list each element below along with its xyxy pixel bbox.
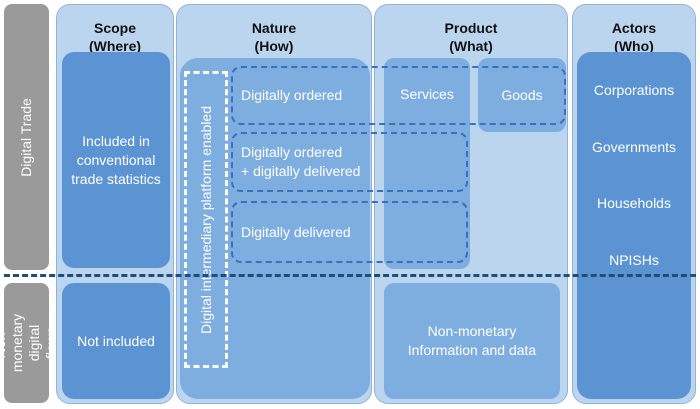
goods-text: Goods xyxy=(501,86,543,103)
digitally-delivered-box: Digitally delivered xyxy=(231,201,468,263)
scope-not-included-text: Not included xyxy=(77,332,155,349)
actors-subtitle: (Who) xyxy=(614,38,654,54)
section-divider xyxy=(4,274,696,277)
non-monetary-product-box: Non-monetary Information and data xyxy=(384,283,560,399)
actor-corporations: Corporations xyxy=(593,82,675,98)
scope-header: Scope (Where) xyxy=(57,19,173,55)
actors-header: Actors (Who) xyxy=(573,19,695,55)
product-header: Product (What) xyxy=(375,19,567,55)
scope-not-included-box: Not included xyxy=(62,283,170,399)
side-label-non-monetary: Non-monetary digital flows xyxy=(0,283,60,403)
product-subtitle: (What) xyxy=(449,38,493,54)
non-monetary-label: Non-monetary digital flows xyxy=(0,313,60,373)
services-text: Services xyxy=(400,86,454,102)
actors-box: Corporations Governments Households NPIS… xyxy=(577,52,691,399)
digital-trade-label: Digital Trade xyxy=(18,97,34,177)
digitally-ordered-text: Digitally ordered xyxy=(241,87,343,103)
scope-included-text: Included in conventional trade statistic… xyxy=(71,132,161,187)
nature-subtitle: (How) xyxy=(254,38,294,54)
product-title: Product xyxy=(444,20,498,36)
scope-subtitle: (Where) xyxy=(88,38,142,54)
actors-title: Actors xyxy=(611,20,657,36)
services-box: Services xyxy=(384,58,470,269)
goods-box: Goods xyxy=(478,58,566,132)
actor-households: Households xyxy=(597,195,671,211)
side-label-digital-trade: Digital Trade xyxy=(4,4,49,270)
actor-npishs: NPISHs xyxy=(609,252,659,268)
scope-title: Scope xyxy=(93,20,136,36)
ordered-delivered-line2: + digitally delivered xyxy=(241,163,361,179)
ordered-delivered-line1: Digitally ordered xyxy=(241,144,343,160)
nature-title: Nature xyxy=(251,20,297,36)
nature-header: Nature (How) xyxy=(177,19,371,55)
platform-enabled-text: Digital intermediary platform enabled xyxy=(198,105,214,334)
non-monetary-product-line1: Non-monetary xyxy=(427,323,517,339)
non-monetary-product-line2: Information and data xyxy=(407,342,537,358)
digitally-ordered-box: Digitally ordered xyxy=(231,66,566,125)
platform-enabled-box: Digital intermediary platform enabled xyxy=(184,71,228,368)
scope-included-box: Included in conventional trade statistic… xyxy=(62,52,170,268)
digitally-delivered-text: Digitally delivered xyxy=(241,223,351,240)
actor-governments: Governments xyxy=(591,139,677,155)
ordered-delivered-box: Digitally ordered + digitally delivered xyxy=(231,132,468,192)
